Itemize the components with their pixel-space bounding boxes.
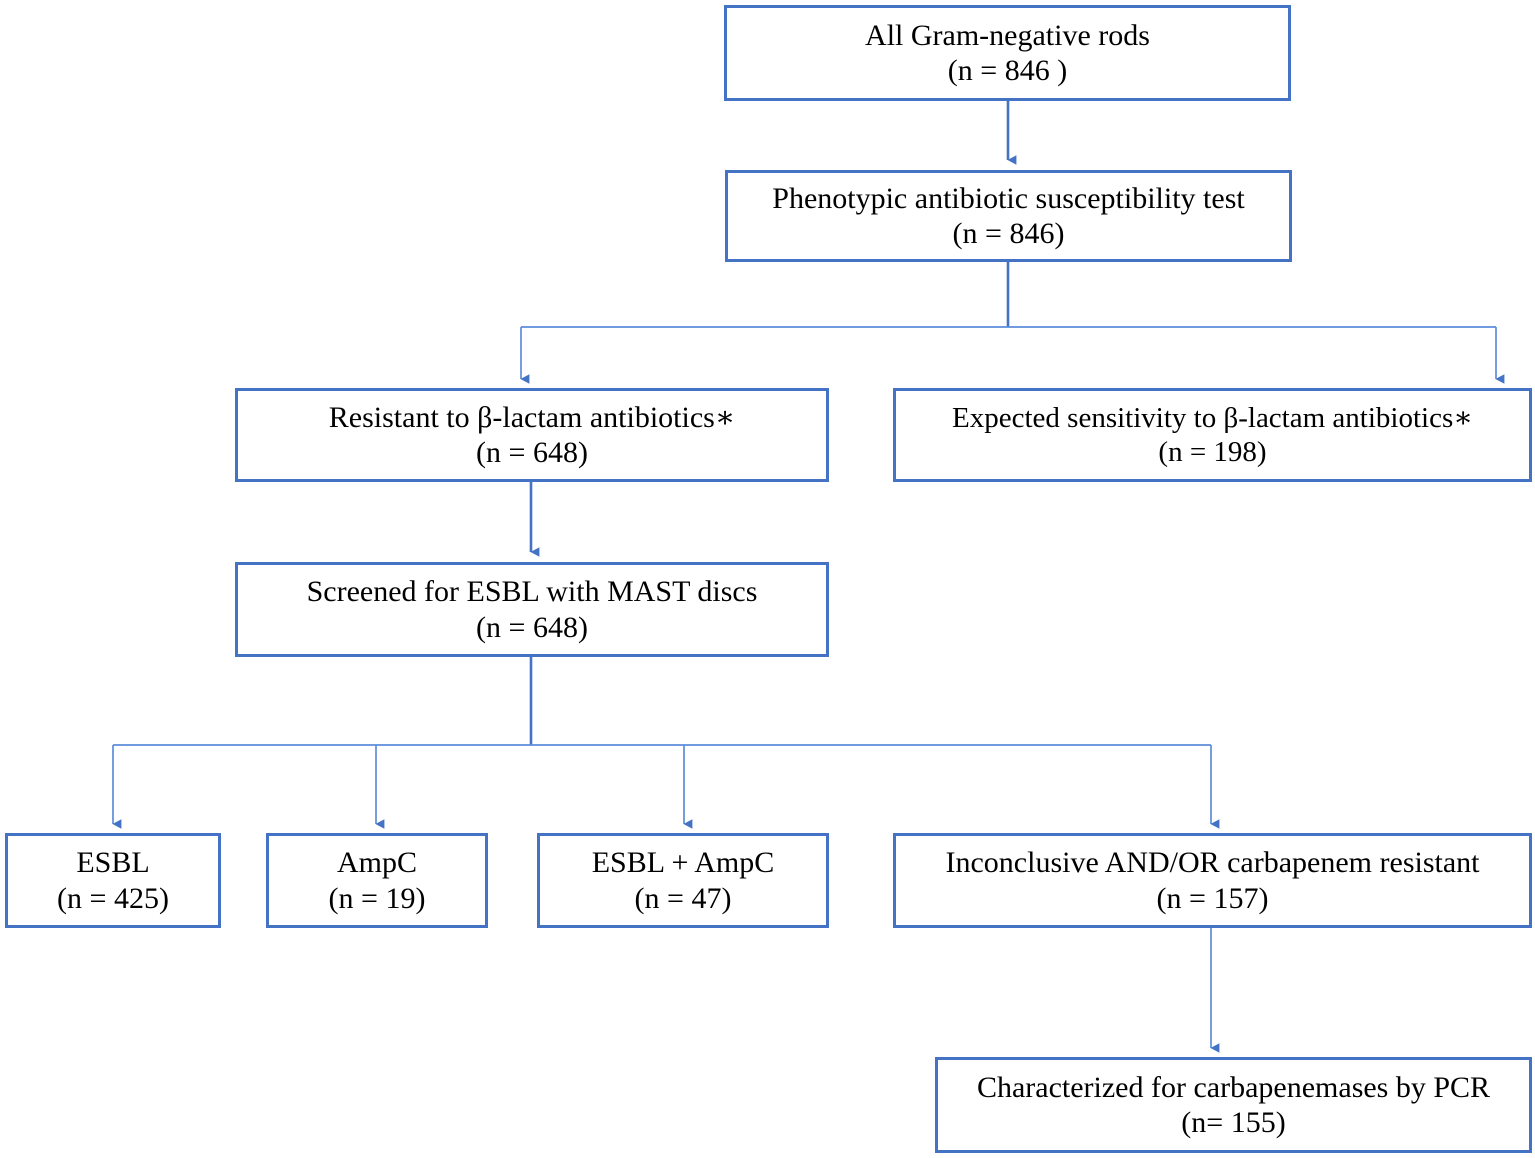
node-count: (n = 648) (476, 610, 588, 644)
edge-phenotypic-split (520, 262, 1505, 384)
node-count: (n = 425) (57, 881, 169, 915)
node-esbl-ampc[interactable]: ESBL + AmpC (n = 47) (537, 833, 829, 928)
node-label: Resistant to β-lactam antibiotics∗ (328, 400, 736, 434)
node-all-gram-negative-rods[interactable]: All Gram-negative rods (n = 846 ) (724, 5, 1291, 101)
node-expected-sensitivity[interactable]: Expected sensitivity to β-lactam antibio… (893, 388, 1532, 482)
node-count: (n = 648) (476, 436, 588, 469)
node-label: Phenotypic antibiotic susceptibility tes… (772, 181, 1245, 215)
node-phenotypic-test[interactable]: Phenotypic antibiotic susceptibility tes… (725, 170, 1292, 262)
node-count: (n = 19) (328, 881, 426, 915)
node-resistant-beta-lactam[interactable]: Resistant to β-lactam antibiotics∗ (n = … (235, 388, 829, 482)
node-count: (n= 155) (1181, 1106, 1286, 1139)
node-label: Characterized for carbapenemases by PCR (976, 1070, 1491, 1104)
node-label: Inconclusive AND/OR carbapenem resistant (945, 846, 1480, 880)
node-count: (n = 157) (1156, 881, 1269, 915)
node-count: (n = 47) (634, 881, 732, 915)
node-label: Screened for ESBL with MAST discs (306, 575, 758, 609)
node-count: (n = 846) (952, 217, 1065, 250)
node-count: (n = 846 ) (947, 54, 1068, 87)
node-label: All Gram-negative rods (865, 18, 1150, 52)
node-label: Expected sensitivity to β-lactam antibio… (952, 401, 1473, 434)
node-label: ESBL (76, 846, 150, 880)
edge-screened-split (112, 657, 1220, 829)
node-esbl[interactable]: ESBL (n = 425) (5, 833, 221, 928)
node-count: (n = 198) (1158, 436, 1267, 468)
node-ampc[interactable]: AmpC (n = 19) (266, 833, 488, 928)
node-characterized-pcr[interactable]: Characterized for carbapenemases by PCR … (935, 1057, 1532, 1153)
node-screened-esbl-mast[interactable]: Screened for ESBL with MAST discs (n = 6… (235, 562, 829, 657)
node-label: ESBL + AmpC (591, 846, 775, 880)
node-label: AmpC (336, 846, 417, 880)
node-inconclusive-carbapenem[interactable]: Inconclusive AND/OR carbapenem resistant… (893, 833, 1532, 928)
